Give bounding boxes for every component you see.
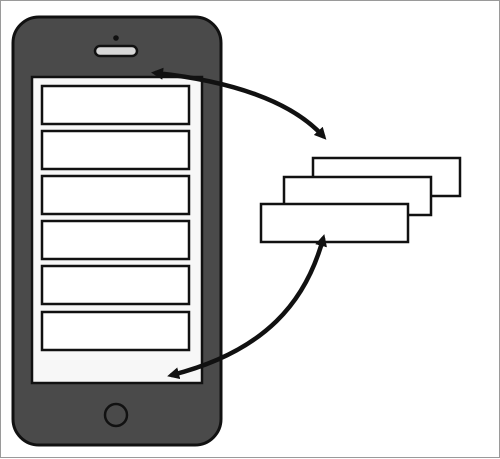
top-connector-arrow xyxy=(151,67,327,140)
phone-speaker-icon xyxy=(93,44,139,58)
bottom-connector-arrow xyxy=(167,234,327,380)
list-row xyxy=(40,84,191,126)
list-row xyxy=(40,129,191,171)
list-row xyxy=(40,219,191,261)
list-row xyxy=(40,310,191,352)
phone-camera-icon xyxy=(113,35,119,41)
recycled-card xyxy=(259,202,410,244)
home-button-icon xyxy=(103,402,129,428)
recycled-card-stack xyxy=(259,156,462,244)
list-row xyxy=(40,174,191,216)
list-row xyxy=(40,264,191,306)
